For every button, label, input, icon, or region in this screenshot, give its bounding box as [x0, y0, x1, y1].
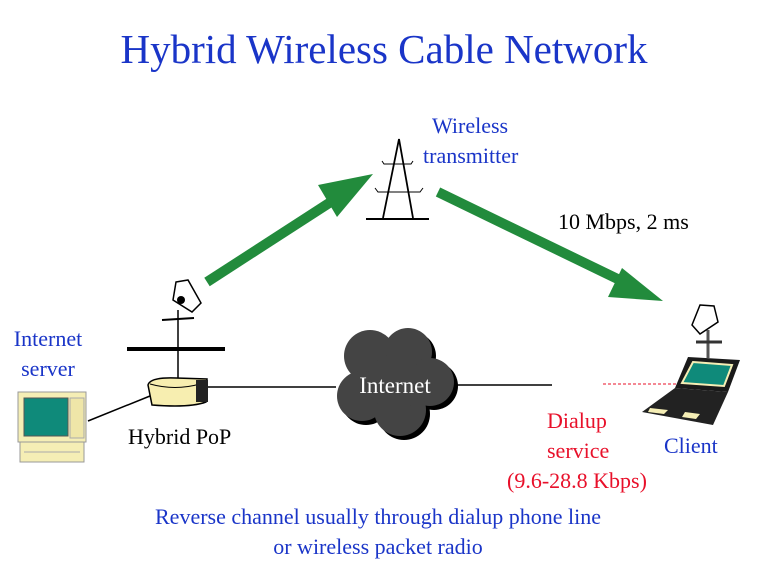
client-laptop-icon: [642, 304, 740, 425]
transmitter-tower-icon: [366, 138, 429, 220]
downlink-arrow: [435, 187, 663, 301]
transmitter-label-line1: Wireless: [432, 113, 508, 138]
server-pop-link: [87, 395, 151, 422]
server-label-line1: Internet: [14, 326, 82, 351]
client-label: Client: [664, 433, 718, 458]
transmitter-label-line2: transmitter: [423, 143, 519, 168]
dialup-label-line1: Dialup: [547, 408, 607, 433]
slide-title: Hybrid Wireless Cable Network: [120, 26, 648, 72]
dialup-label-line3: (9.6-28.8 Kbps): [507, 468, 647, 493]
internet-label: Internet: [359, 373, 431, 398]
uplink-arrow: [204, 174, 373, 287]
link-speed-label: 10 Mbps, 2 ms: [558, 209, 689, 234]
dialup-label-line2: service: [547, 438, 609, 463]
internet-cloud-icon: Internet: [337, 328, 458, 440]
footer-line1: Reverse channel usually through dialup p…: [155, 504, 601, 529]
server-label-line2: server: [21, 356, 75, 381]
internet-server-computer-icon: [17, 391, 87, 463]
footer-line2: or wireless packet radio: [273, 534, 483, 559]
hybrid-pop-box-icon: [147, 377, 208, 407]
pop-satellite-dish-icon: [127, 279, 225, 380]
pop-label: Hybrid PoP: [128, 424, 231, 449]
